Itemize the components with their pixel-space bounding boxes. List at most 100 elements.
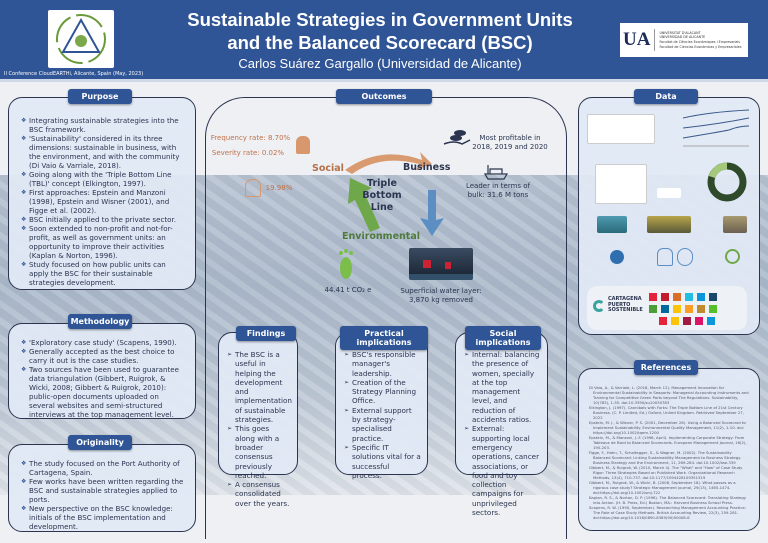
sdg-goal-icon xyxy=(697,305,705,313)
sdg-goal-icon xyxy=(697,293,705,301)
coral-icon xyxy=(677,248,693,266)
sdg-goal-icon xyxy=(709,305,717,313)
ua-line: UNIVERSIDAD DE ALICANTE xyxy=(659,35,706,40)
ua-line: UNIVERSITAT D'ALACANT xyxy=(659,30,701,35)
list-item: 'Exploratory case study' (Scapens, 1990)… xyxy=(21,338,185,347)
list-item: BSC initially applied to the private sec… xyxy=(21,215,185,224)
sdg-goal-icon xyxy=(649,305,657,313)
list-item: Going along with the 'Triple Bottom Line… xyxy=(21,170,185,188)
logo-line: SOSTENIBLE xyxy=(608,307,643,313)
list-item: Specific IT solutions vital for a succes… xyxy=(344,443,421,480)
conference-logo xyxy=(48,10,114,68)
reference-entry: Gibbert, M., & Ruigrok, W. (2010, March … xyxy=(589,465,743,480)
social-implications-title: Social implications xyxy=(465,326,541,350)
data-title: Data xyxy=(634,89,698,104)
business-to-environment-arrow xyxy=(420,190,444,236)
sdg-goal-icon xyxy=(661,305,669,313)
practical-implications-title: Practical implications xyxy=(340,326,428,350)
list-item: Two sources have been used to guarantee … xyxy=(21,365,185,419)
sdg-goal-icon xyxy=(685,293,693,301)
water-cleaning-photo xyxy=(409,248,473,280)
title-line: Sustainable Strategies in Government Uni… xyxy=(187,9,573,30)
list-item: New perspective on the BSC knowledge: in… xyxy=(21,504,185,531)
sdg-goal-icon xyxy=(673,293,681,301)
conference-label: II Conference CloudEARTHi, Alicante, Spa… xyxy=(4,71,144,77)
list-item: Soon extended to non-profit and not-for-… xyxy=(21,224,185,260)
sdg-goal-icon xyxy=(661,293,669,301)
list-item: Generally accepted as the best choice to… xyxy=(21,347,185,365)
list-item: Internal: balancing the presence of wome… xyxy=(464,350,541,424)
org-chart-image xyxy=(595,164,647,204)
seaweed-icon xyxy=(657,248,673,266)
ua-line: Facultad de Ciencias Económicas y Empres… xyxy=(659,44,742,49)
list-item: External: supporting local emergency ope… xyxy=(464,424,541,517)
sdg-goal-icon xyxy=(683,317,691,325)
cycle-arrows xyxy=(345,152,444,236)
list-item: External support by strategy-specialised… xyxy=(344,406,421,443)
originality-title: Originality xyxy=(68,435,132,450)
poster-title: Sustainable Strategies in Government Uni… xyxy=(150,8,610,54)
severity-rate: Severity rate: 0.02% xyxy=(211,149,285,157)
reference-entry: Epstein, M., & Manzoni, J.-F. (1998, Apr… xyxy=(589,435,747,450)
worker-icon xyxy=(296,136,310,154)
title-line: and the Balanced Scorecard (BSC) xyxy=(227,32,533,53)
reference-entry: Epstein, M. J., & Wisner, P. S. (2001, D… xyxy=(589,420,746,435)
water-layer-text: Superficial water layer: 3,870 kg remove… xyxy=(400,287,482,304)
author: Carlos Suárez Gargallo (Universidad de A… xyxy=(238,56,522,71)
poster-header: II Conference CloudEARTHi, Alicante, Spa… xyxy=(0,0,768,82)
sdg-goal-icon xyxy=(707,317,715,325)
findings-title: Findings xyxy=(236,326,296,341)
purpose-list: Integrating sustainable strategies into … xyxy=(21,116,185,287)
list-item: Integrating sustainable strategies into … xyxy=(21,116,185,134)
sdg-goal-icon xyxy=(695,317,703,325)
frequency-rate: Frequency rate: 8.70% xyxy=(210,134,291,142)
sdg-goal-icon xyxy=(673,305,681,313)
bulk-leader-text: Leader in terms of bulk: 31.6 M tons xyxy=(465,182,531,199)
money-hand-icon xyxy=(443,130,471,145)
footprint-icon xyxy=(339,249,353,279)
sdg-goal-icon xyxy=(671,317,679,325)
sdg-goal-icon xyxy=(709,293,717,301)
methodology-panel: 'Exploratory case study' (Scapens, 1990)… xyxy=(8,323,196,419)
sdg-goal-icon xyxy=(685,305,693,313)
tbl-line: Triple xyxy=(367,178,397,189)
methodology-title: Methodology xyxy=(68,314,132,329)
co2-emissions: 44.41 t CO₂ e xyxy=(324,286,372,294)
social-label: Social xyxy=(312,163,344,174)
list-item: A consensus consolidated over the years. xyxy=(227,480,291,508)
practical-implications-panel: BSC's responsible manager's leadership.C… xyxy=(335,332,428,480)
marine-photo-1 xyxy=(597,216,627,233)
methodology-list: 'Exploratory case study' (Scapens, 1990)… xyxy=(21,338,185,419)
outcomes-title: Outcomes xyxy=(336,89,432,104)
logo-line: CARTAGENA xyxy=(608,296,642,302)
line-chart-image xyxy=(682,109,750,147)
reference-entry: Di Vaio, A., & Varriale, L. (2018, March… xyxy=(589,385,749,405)
reference-entry: Elkington, J. (1997). Cannibals with For… xyxy=(589,405,744,420)
data-table-image xyxy=(587,114,655,144)
business-label: Business xyxy=(403,162,451,173)
reference-entry: Scapens, R. W. (1990, September). Resear… xyxy=(589,505,747,520)
list-item: This goes along with a broader consensus… xyxy=(227,424,291,480)
list-item: The BSC is a useful in helping the devel… xyxy=(227,350,292,424)
purpose-panel: Integrating sustainable strategies into … xyxy=(8,97,196,290)
ua-line: Facultat de Ciències Econòmiques i Empre… xyxy=(659,40,741,44)
purpose-title: Purpose xyxy=(68,89,132,104)
reference-entry: Kaplan, R. S., & Norton, D. P. (1996). T… xyxy=(589,495,747,505)
tbl-line: Bottom xyxy=(362,190,402,201)
findings-panel: The BSC is a useful in helping the devel… xyxy=(218,332,298,508)
originality-list: The study focused on the Port Authority … xyxy=(21,459,185,531)
environmental-label: Environmental xyxy=(342,231,420,242)
sdg-goal-icon xyxy=(659,317,667,325)
list-item: The study focused on the Port Authority … xyxy=(21,459,185,477)
list-item: Creation of the Strategy Planning Office… xyxy=(344,378,421,406)
sdg-row xyxy=(649,305,743,313)
profitability-text: Most profitable in 2018, 2019 and 2020 xyxy=(472,134,548,151)
marine-photo-3 xyxy=(723,216,747,233)
list-item: First approaches: Epstein and Manzoni (1… xyxy=(21,188,185,215)
recycle-tree-icon xyxy=(725,249,740,264)
reference-list: Di Vaio, A., & Varriale, L. (2018, March… xyxy=(589,385,749,520)
social-list: Internal: balancing the presence of wome… xyxy=(464,350,541,517)
references-title: References xyxy=(634,360,698,375)
